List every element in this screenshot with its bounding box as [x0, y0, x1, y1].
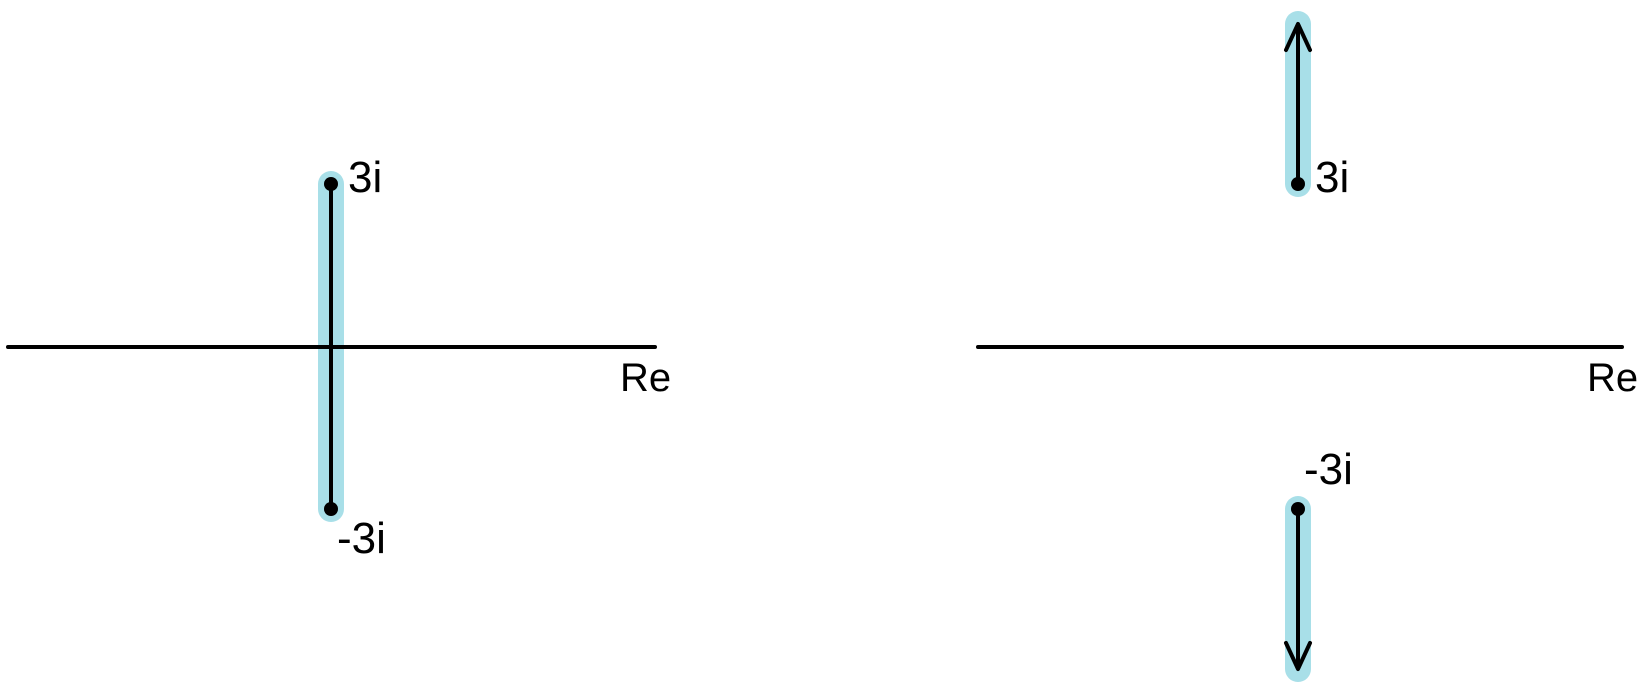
right-lower-arrowhead: [1284, 641, 1312, 671]
right-point-3i: [1291, 177, 1305, 191]
left-point-minus-3i: [324, 502, 338, 516]
right-point-minus-3i: [1291, 502, 1305, 516]
right-axis-label-re: Re: [1587, 356, 1638, 400]
left-axis-label-re: Re: [620, 356, 671, 400]
left-label-3i: 3i: [348, 153, 382, 202]
right-label-3i: 3i: [1315, 153, 1349, 202]
right-panel: 3i -3i Re: [976, 11, 1638, 682]
right-upper-arrowhead: [1284, 22, 1312, 52]
left-label-minus-3i: -3i: [337, 514, 386, 563]
left-panel: 3i -3i Re: [6, 153, 671, 563]
right-label-minus-3i: -3i: [1304, 445, 1353, 494]
left-point-3i: [324, 177, 338, 191]
